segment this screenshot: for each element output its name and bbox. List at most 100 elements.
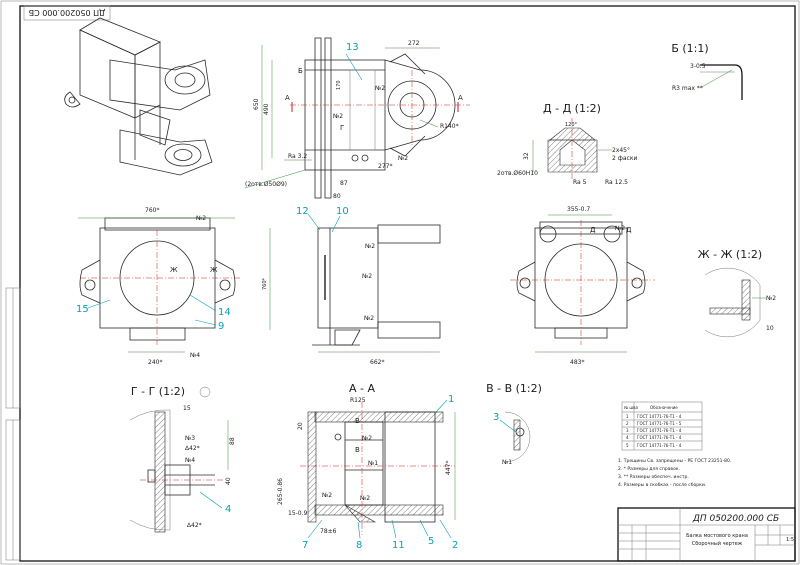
callout-3: 3 — [493, 412, 499, 423]
svg-text:88: 88 — [229, 437, 236, 445]
svg-text:№2: №2 — [375, 85, 385, 92]
svg-text:2: 2 — [626, 421, 629, 426]
svg-text:40: 40 — [225, 477, 232, 485]
code-box — [23, 5, 111, 21]
svg-text:№2: №2 — [364, 315, 374, 322]
svg-text:В: В — [355, 417, 360, 425]
svg-text:87: 87 — [340, 180, 348, 187]
svg-text:3. ** Размеры обеспеч. инстр.: 3. ** Размеры обеспеч. инстр. — [618, 474, 689, 480]
svg-text:№4: №4 — [190, 352, 200, 359]
title-block: ДП 050200.000 СБ Балка мостового крана С… — [617, 507, 796, 562]
svg-text:447*: 447* — [445, 461, 452, 475]
svg-text:Д: Д — [590, 226, 596, 234]
isometric-view — [64, 17, 213, 176]
svg-text:Ж - Ж (1:2): Ж - Ж (1:2) — [698, 248, 762, 261]
svg-text:А - А: А - А — [349, 382, 375, 395]
svg-text:265-0.86: 265-0.86 — [277, 478, 284, 505]
svg-text:№2: №2 — [362, 435, 372, 442]
callout-12: 12 — [296, 206, 309, 217]
svg-text:ГОСТ 14771-76-Т1 - 4: ГОСТ 14771-76-Т1 - 4 — [637, 428, 682, 433]
top-view: 760* 240* №2 №4 Ж Ж 15 14 9 — [76, 207, 240, 366]
section-aa: А - А R125 20 447* 265-0.86 15-0.9 78±6 … — [277, 382, 458, 551]
callout-10: 10 — [336, 206, 349, 217]
side-view: 760* 662* №2 №2 №2 12 10 — [262, 206, 441, 366]
svg-text:355-0.7: 355-0.7 — [567, 206, 590, 213]
svg-text:∆42*: ∆42* — [186, 522, 202, 529]
svg-text:2 фаски: 2 фаски — [612, 155, 637, 162]
callout-4: 4 — [225, 504, 231, 515]
front-view: 272 650 490 170 R140* 277* 87 80 Ra 3.2 … — [244, 37, 470, 200]
svg-text:277*: 277* — [378, 163, 392, 170]
technical-notes: 1. Трещины Св. запрещены - РЕ ГОСТ 23251… — [618, 458, 731, 488]
callout-8: 8 — [356, 540, 362, 551]
svg-text:240*: 240* — [148, 359, 162, 366]
svg-text:№2: №2 — [365, 243, 375, 250]
svg-text:760*: 760* — [262, 277, 268, 290]
svg-text:№2: №2 — [360, 495, 370, 502]
svg-text:Б (1:1): Б (1:1) — [671, 42, 708, 55]
svg-text:ГОСТ 14771-76-Т1 - 4: ГОСТ 14771-76-Т1 - 4 — [637, 443, 682, 448]
stamp-scale: 1:5 — [786, 537, 794, 543]
svg-text:32: 32 — [523, 152, 530, 160]
svg-text:1: 1 — [626, 414, 629, 419]
svg-text:10: 10 — [766, 325, 774, 332]
svg-text:Ж: Ж — [170, 266, 178, 274]
svg-text:№2: №2 — [362, 273, 372, 280]
svg-text:Ra 12.5: Ra 12.5 — [605, 179, 628, 186]
callout-7: 7 — [302, 540, 308, 551]
svg-text:А: А — [285, 94, 290, 102]
detail-b: Б (1:1) 3-0.5 R3 max ** — [671, 42, 743, 100]
svg-text:№4: №4 — [185, 457, 195, 464]
callout-9: 9 — [218, 321, 224, 332]
svg-text:662*: 662* — [370, 359, 384, 366]
callout-1: 1 — [448, 394, 454, 405]
callout-2: 2 — [452, 540, 458, 551]
svg-text:(2отв.Ø50Ø9): (2отв.Ø50Ø9) — [245, 181, 287, 188]
callout-5: 5 — [428, 536, 434, 547]
svg-text:R3 max **: R3 max ** — [672, 85, 703, 92]
svg-text:№3: №3 — [185, 435, 195, 442]
top-view-right: 355-0.7 483* Д Д №2 — [510, 206, 655, 366]
svg-text:№2: №2 — [615, 225, 625, 232]
section-vv: В - В (1:2) №1 3 — [486, 382, 542, 466]
svg-text:760*: 760* — [145, 207, 159, 214]
svg-text:120°: 120° — [565, 122, 578, 128]
callout-15: 15 — [76, 304, 89, 315]
callout-13: 13 — [346, 42, 359, 53]
svg-text:№2: №2 — [398, 155, 408, 162]
svg-text:Ж: Ж — [210, 266, 218, 274]
svg-text:ГОСТ 14771-76-Т1 - 5: ГОСТ 14771-76-Т1 - 5 — [637, 421, 682, 426]
rotated-code: ДП 050200.000 СБ — [29, 8, 106, 17]
svg-text:1. Трещины Св. запрещены - РЕ: 1. Трещины Св. запрещены - РЕ ГОСТ 23251… — [618, 458, 731, 464]
svg-text:170: 170 — [336, 80, 342, 90]
svg-text:Д: Д — [626, 226, 632, 234]
svg-text:А: А — [458, 94, 463, 102]
svg-text:80: 80 — [333, 193, 341, 200]
svg-text:650: 650 — [253, 98, 260, 110]
svg-text:Ra 5: Ra 5 — [573, 179, 587, 186]
svg-text:2х45°: 2х45° — [612, 147, 630, 154]
svg-text:ГОСТ 14771-76-Т1 - 4: ГОСТ 14771-76-Т1 - 4 — [637, 435, 682, 440]
svg-text:№2: №2 — [766, 295, 776, 302]
svg-text:В: В — [355, 446, 360, 454]
inner-frame — [19, 5, 796, 562]
svg-text:№ шва: № шва — [624, 405, 638, 410]
svg-text:490: 490 — [263, 103, 270, 115]
svg-text:В - В (1:2): В - В (1:2) — [486, 382, 542, 395]
svg-text:4. Размеры в скобках - после с: 4. Размеры в скобках - после сборки. — [618, 482, 706, 488]
svg-text:№2: №2 — [196, 215, 206, 222]
svg-text:15-0.9: 15-0.9 — [288, 510, 308, 517]
svg-text:2. * Размеры для справок.: 2. * Размеры для справок. — [618, 466, 680, 472]
callout-14: 14 — [218, 307, 231, 318]
svg-text:R140*: R140* — [440, 123, 459, 130]
svg-text:Г: Г — [340, 124, 344, 132]
svg-text:3: 3 — [626, 428, 629, 433]
svg-text:Ra 3.2: Ra 3.2 — [288, 153, 307, 160]
stamp-title: Балка мостового крана — [686, 533, 748, 539]
svg-text:3-0.5: 3-0.5 — [690, 63, 706, 70]
svg-text:№1: №1 — [502, 459, 512, 466]
weld-table: № шва Обозначение 1 ГОСТ 14771-76-Т1 - 4… — [621, 401, 703, 451]
svg-text:№1: №1 — [368, 460, 378, 467]
